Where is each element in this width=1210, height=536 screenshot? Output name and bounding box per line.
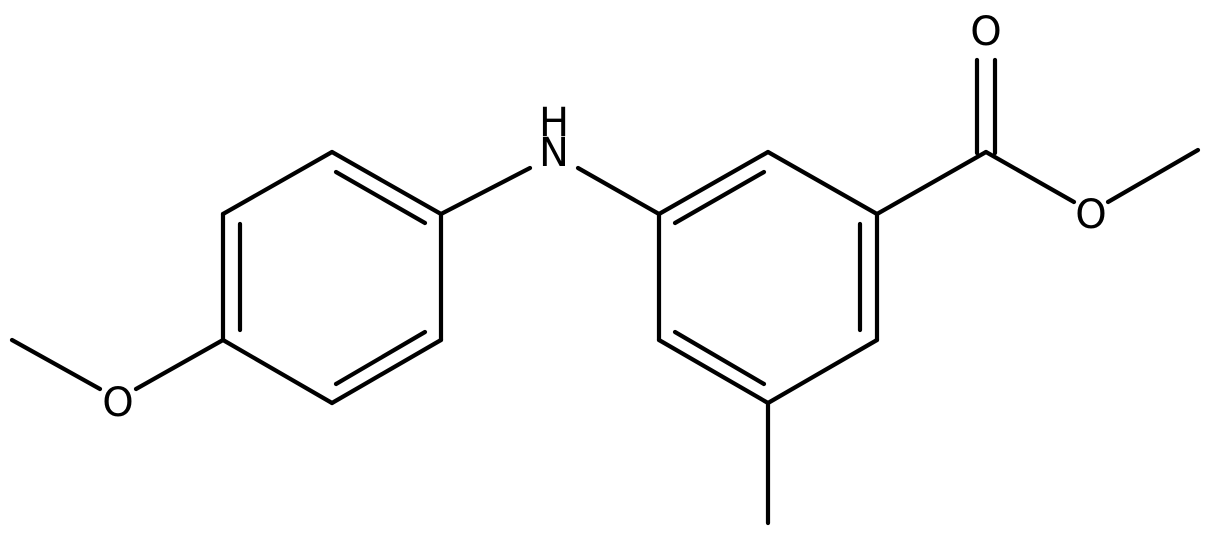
methoxyphenyl-ring	[220, 149, 444, 406]
ester-methyl-bond	[1105, 147, 1201, 205]
methoxy-methyl-bond	[9, 337, 103, 392]
ring-bond	[656, 337, 771, 406]
ring-bond	[220, 149, 335, 217]
ring-bond-inner	[672, 169, 767, 226]
ring-bond	[656, 149, 771, 217]
ring-bond	[765, 149, 880, 217]
amine-nitrogen-label: N	[539, 130, 569, 176]
ring-bond	[765, 337, 880, 406]
benzoate-ring	[656, 149, 880, 406]
amine-hydrogen-label: H	[539, 100, 569, 146]
methoxy-oxygen-label: O	[102, 380, 133, 426]
ring-bond	[220, 337, 335, 406]
carbonyl-oxygen-label: O	[970, 9, 1001, 55]
methoxy-oxygen-bond	[133, 337, 226, 392]
amine-bond-left	[438, 165, 533, 217]
ring-bond	[329, 337, 444, 406]
ring-bond-inner	[672, 329, 767, 387]
ester-carbon-bond	[874, 149, 989, 217]
ester-oxygen-label: O	[1075, 192, 1106, 238]
ring-bond-inner	[333, 329, 428, 387]
methyl-ester-group	[874, 57, 1201, 217]
amine-bond-right	[575, 165, 662, 217]
ring-bond	[329, 149, 444, 217]
ring-bond-inner	[333, 169, 428, 226]
ester-oxygen-bond	[983, 149, 1077, 205]
